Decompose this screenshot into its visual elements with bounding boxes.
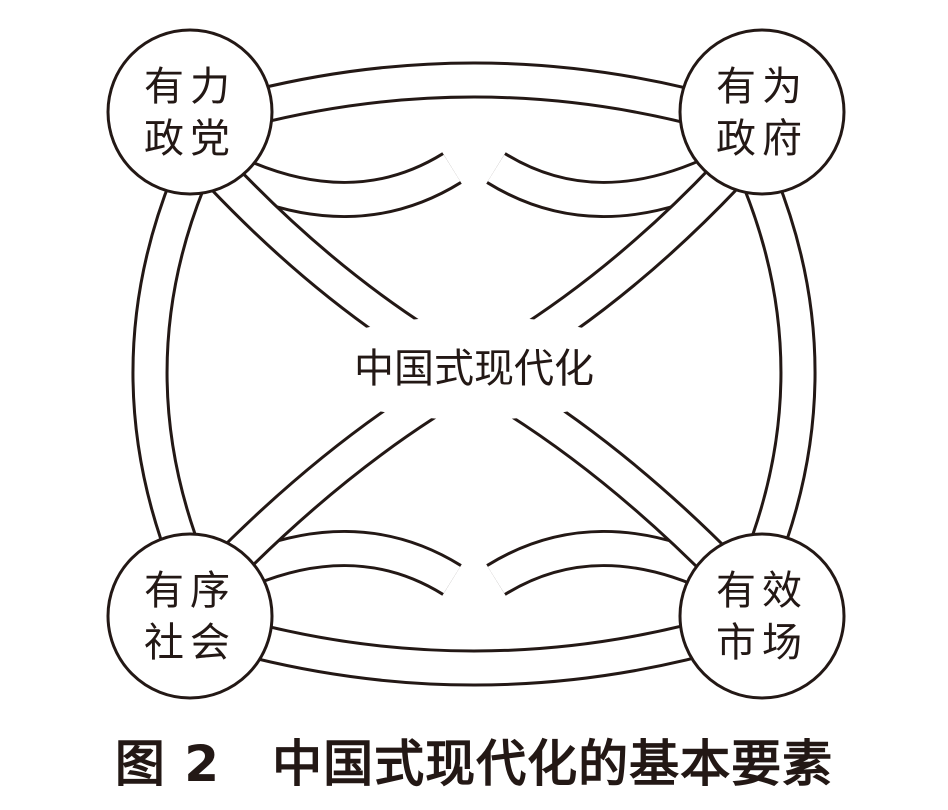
node-top-right-line1: 有为: [716, 64, 808, 110]
node-bottom-left-line2: 社会: [144, 620, 236, 666]
node-bottom-left-line1: 有序: [144, 568, 236, 614]
center-area: [304, 316, 644, 420]
figure-title: 中国式现代化的基本要素: [272, 735, 834, 793]
band-right: [742, 175, 817, 571]
band-cross-upper-left: [219, 152, 462, 218]
band-bottom: [209, 612, 739, 687]
node-bottom-right: 有效 市场: [678, 532, 846, 700]
node-top-left-line1: 有力: [144, 64, 236, 110]
band-cross-lower-right: [486, 530, 729, 596]
node-top-left-line2: 政党: [144, 116, 236, 162]
diagram-canvas: 中国式现代化 有力 政党 有为 政府 有序 社会 有效 市场: [106, 28, 846, 700]
node-top-left: 有力 政党: [106, 28, 274, 196]
band-cross-upper-right: [486, 152, 729, 218]
band-top: [209, 61, 739, 136]
band-left: [131, 175, 206, 571]
band-cross-lower-left: [219, 530, 462, 596]
node-bottom-right-line2: 市场: [716, 620, 808, 666]
figure-caption: 图 2 中国式现代化的基本要素: [0, 728, 948, 800]
node-top-right: 有为 政府: [678, 28, 846, 196]
node-bottom-right-line1: 有效: [716, 568, 808, 614]
center-label: 中国式现代化: [354, 346, 594, 392]
node-bottom-left: 有序 社会: [106, 532, 274, 700]
node-top-right-line2: 政府: [716, 116, 808, 162]
figure-number: 图 2: [114, 735, 221, 793]
